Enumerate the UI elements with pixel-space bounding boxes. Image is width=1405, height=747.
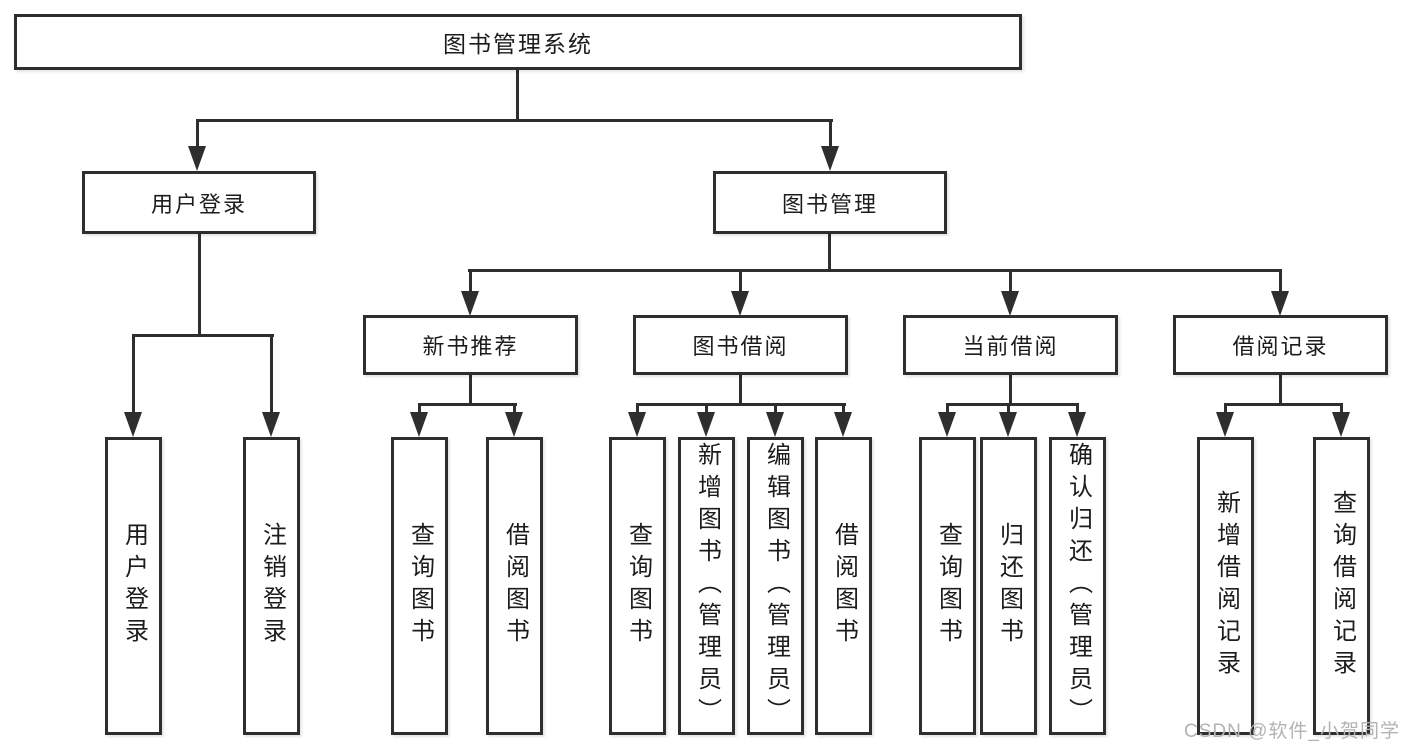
node-label: 归还图书 xyxy=(995,522,1023,650)
node-label: 借阅图书 xyxy=(501,522,529,650)
node-query-books-borrowing: 查询图书 xyxy=(609,437,666,735)
node-label: 查询图书 xyxy=(934,522,962,650)
arrowhead-icon xyxy=(505,412,523,437)
connector-line xyxy=(418,403,421,414)
connector-line xyxy=(1009,269,1012,293)
connector-line xyxy=(739,269,742,293)
connector-line xyxy=(1279,375,1282,406)
connector-line xyxy=(842,403,845,414)
connector-line xyxy=(516,68,519,122)
connector-line xyxy=(513,403,516,414)
connector-line xyxy=(1076,403,1079,414)
arrowhead-icon xyxy=(697,412,715,437)
connector-line xyxy=(1279,269,1282,293)
connector-line xyxy=(829,119,832,149)
node-query-books-current: 查询图书 xyxy=(919,437,976,735)
arrowhead-icon xyxy=(188,146,206,171)
node-new-book-recommendation: 新书推荐 xyxy=(363,315,578,375)
node-label: 新增借阅记录 xyxy=(1212,490,1240,682)
arrowhead-icon xyxy=(1216,412,1234,437)
node-label: 图书借阅 xyxy=(692,334,789,359)
connector-line xyxy=(198,234,201,337)
node-label: 新书推荐 xyxy=(422,334,519,359)
connector-line xyxy=(468,269,1282,272)
arrowhead-icon xyxy=(1271,291,1289,316)
arrowhead-icon xyxy=(461,291,479,316)
connector-line xyxy=(1224,403,1227,414)
connector-line xyxy=(636,403,846,406)
node-book-management: 图书管理 xyxy=(713,171,947,234)
node-query-borrow-record: 查询借阅记录 xyxy=(1313,437,1370,735)
connector-line xyxy=(469,269,472,293)
node-user-login-leaf: 用户登录 xyxy=(105,437,162,735)
arrowhead-icon xyxy=(410,412,428,437)
arrowhead-icon xyxy=(262,412,280,437)
arrowhead-icon xyxy=(938,412,956,437)
node-add-borrow-record: 新增借阅记录 xyxy=(1197,437,1254,735)
connector-line xyxy=(270,334,273,414)
connector-line xyxy=(946,403,949,414)
node-label: 注销登录 xyxy=(258,522,286,650)
connector-line xyxy=(418,403,517,406)
node-label: 借阅图书 xyxy=(830,522,858,650)
node-user-login: 用户登录 xyxy=(82,171,316,234)
arrowhead-icon xyxy=(999,412,1017,437)
node-label: 图书管理 xyxy=(781,191,878,217)
arrowhead-icon xyxy=(821,146,839,171)
node-confirm-return-admin: 确认归还（管理员） xyxy=(1049,437,1106,735)
node-label: 编辑图书（管理员） xyxy=(762,442,790,730)
connector-line xyxy=(196,119,199,149)
node-label: 当前借阅 xyxy=(962,334,1059,359)
connector-line xyxy=(636,403,639,414)
arrowhead-icon xyxy=(834,412,852,437)
node-library-management-system: 图书管理系统 xyxy=(14,14,1022,70)
node-logout: 注销登录 xyxy=(243,437,300,735)
node-label: 查询借阅记录 xyxy=(1328,490,1356,682)
node-edit-books-admin: 编辑图书（管理员） xyxy=(747,437,804,735)
connector-line xyxy=(132,334,135,414)
node-label: 确认归还（管理员） xyxy=(1064,442,1092,730)
connector-line xyxy=(132,334,274,337)
arrowhead-icon xyxy=(124,412,142,437)
connector-line xyxy=(196,119,833,122)
connector-line xyxy=(828,234,831,272)
node-add-books-admin: 新增图书（管理员） xyxy=(678,437,735,735)
node-label: 用户登录 xyxy=(150,191,247,217)
node-borrow-books-recommend: 借阅图书 xyxy=(486,437,543,735)
connector-line xyxy=(1007,403,1010,414)
connector-line xyxy=(1224,403,1343,406)
node-label: 用户登录 xyxy=(120,522,148,650)
connector-line xyxy=(1009,375,1012,406)
node-label: 查询图书 xyxy=(406,522,434,650)
connector-line xyxy=(705,403,708,414)
connector-line xyxy=(1340,403,1343,414)
node-label: 查询图书 xyxy=(624,522,652,650)
node-current-borrowing: 当前借阅 xyxy=(903,315,1118,375)
arrowhead-icon xyxy=(731,291,749,316)
arrowhead-icon xyxy=(1001,291,1019,316)
node-query-books-recommend: 查询图书 xyxy=(391,437,448,735)
connector-line xyxy=(739,375,742,406)
node-borrowing-records: 借阅记录 xyxy=(1173,315,1388,375)
node-borrow-books: 借阅图书 xyxy=(815,437,872,735)
csdn-watermark: CSDN @软件_小贺同学 xyxy=(1184,721,1400,742)
connector-line xyxy=(946,403,1079,406)
arrowhead-icon xyxy=(766,412,784,437)
node-label: 图书管理系统 xyxy=(443,31,593,57)
node-book-borrowing: 图书借阅 xyxy=(633,315,848,375)
arrowhead-icon xyxy=(628,412,646,437)
connector-line xyxy=(774,403,777,414)
connector-line xyxy=(469,375,472,406)
arrowhead-icon xyxy=(1068,412,1086,437)
node-return-books: 归还图书 xyxy=(980,437,1037,735)
node-label: 借阅记录 xyxy=(1232,334,1329,359)
node-label: 新增图书（管理员） xyxy=(693,442,721,730)
arrowhead-icon xyxy=(1332,412,1350,437)
